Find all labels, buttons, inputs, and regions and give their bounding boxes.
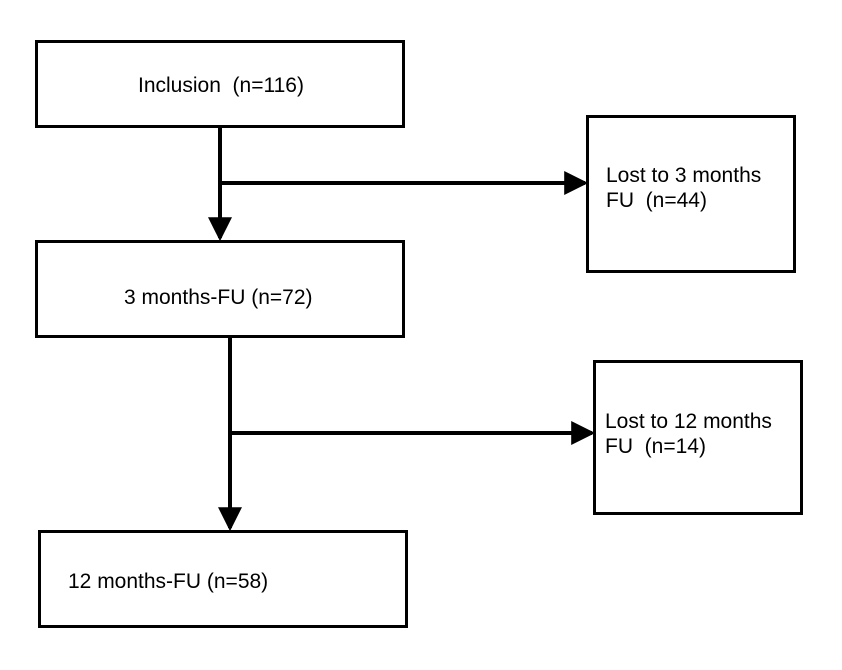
three-months-fu-label: 3 months-FU (n=72) [124,286,313,309]
inclusion-label: Inclusion (n=116) [138,74,304,97]
lost-3-months-label: Lost to 3 months FU (n=44) [606,164,762,212]
twelve-months-fu-box: 12 months-FU (n=58) [38,530,408,628]
lost-12-months-box: Lost to 12 months FU (n=14) [593,360,803,515]
twelve-months-fu-label: 12 months-FU (n=58) [68,570,269,593]
three-months-fu-box: 3 months-FU (n=72) [35,240,405,338]
lost-3-months-box: Lost to 3 months FU (n=44) [586,115,796,273]
inclusion-box: Inclusion (n=116) [35,40,405,128]
lost-12-months-label: Lost to 12 months FU (n=14) [605,410,772,458]
